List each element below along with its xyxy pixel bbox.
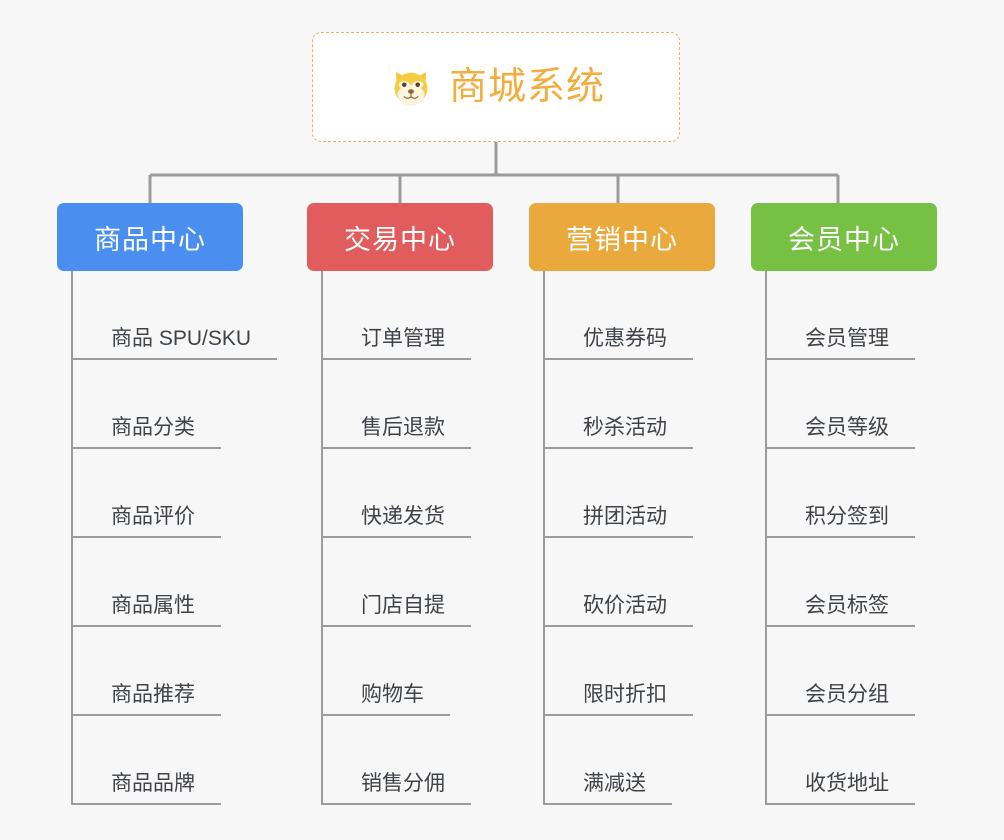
branch-header-2[interactable]: 营销中心 xyxy=(529,203,715,271)
leaf-item[interactable]: 商品 SPU/SKU xyxy=(73,271,307,360)
leaf-item[interactable]: 限时折扣 xyxy=(545,627,751,716)
branch-header-label-2: 营销中心 xyxy=(566,224,678,255)
leaf-item[interactable]: 商品属性 xyxy=(73,538,307,627)
leaf-label: 商品评价 xyxy=(73,506,221,538)
leaf-list-3: 会员管理 会员等级 积分签到 会员标签 会员分组 收货地址 xyxy=(765,271,945,805)
leaf-label: 购物车 xyxy=(323,684,450,716)
dog-face-icon xyxy=(387,63,435,111)
leaf-list-1: 订单管理 售后退款 快递发货 门店自提 购物车 销售分佣 xyxy=(321,271,529,805)
leaf-label: 会员分组 xyxy=(767,684,915,716)
branch-header-label-1: 交易中心 xyxy=(344,224,456,255)
leaf-item[interactable]: 售后退款 xyxy=(323,360,529,449)
leaf-label: 快递发货 xyxy=(323,506,471,538)
leaf-item[interactable]: 快递发货 xyxy=(323,449,529,538)
leaf-label: 订单管理 xyxy=(323,328,471,360)
leaf-label: 商品分类 xyxy=(73,417,221,449)
leaf-list-2: 优惠券码 秒杀活动 拼团活动 砍价活动 限时折扣 满减送 xyxy=(543,271,751,805)
leaf-item[interactable]: 会员分组 xyxy=(767,627,945,716)
leaf-item[interactable]: 商品分类 xyxy=(73,360,307,449)
leaf-item[interactable]: 商品评价 xyxy=(73,449,307,538)
leaf-label: 会员管理 xyxy=(767,328,915,360)
root-title: 商城系统 xyxy=(448,66,605,108)
leaf-label: 会员等级 xyxy=(767,417,915,449)
root-node[interactable]: 商城系统 xyxy=(312,32,680,142)
leaf-list-0: 商品 SPU/SKU 商品分类 商品评价 商品属性 商品推荐 商品品牌 xyxy=(71,271,307,805)
leaf-item[interactable]: 积分签到 xyxy=(767,449,945,538)
leaf-label: 砍价活动 xyxy=(545,595,693,627)
branch-会员中心: 会员中心 会员管理 会员等级 积分签到 会员标签 会员分组 xyxy=(751,203,945,805)
leaf-label: 优惠券码 xyxy=(545,328,693,360)
branch-header-0[interactable]: 商品中心 xyxy=(57,203,243,271)
leaf-label: 会员标签 xyxy=(767,595,915,627)
leaf-item[interactable]: 满减送 xyxy=(545,716,751,805)
leaf-item[interactable]: 会员等级 xyxy=(767,360,945,449)
branch-header-3[interactable]: 会员中心 xyxy=(751,203,937,271)
leaf-item[interactable]: 砍价活动 xyxy=(545,538,751,627)
branch-商品中心: 商品中心 商品 SPU/SKU 商品分类 商品评价 商品属性 商品推荐 xyxy=(57,203,307,805)
leaf-item[interactable]: 购物车 xyxy=(323,627,529,716)
branch-营销中心: 营销中心 优惠券码 秒杀活动 拼团活动 砍价活动 限时折扣 xyxy=(529,203,751,805)
leaf-item[interactable]: 优惠券码 xyxy=(545,271,751,360)
leaf-label: 积分签到 xyxy=(767,506,915,538)
leaf-item[interactable]: 会员管理 xyxy=(767,271,945,360)
leaf-item[interactable]: 会员标签 xyxy=(767,538,945,627)
leaf-label: 门店自提 xyxy=(323,595,471,627)
leaf-label: 商品 SPU/SKU xyxy=(73,328,278,360)
leaf-label: 拼团活动 xyxy=(545,506,693,538)
leaf-label: 商品属性 xyxy=(73,595,221,627)
branch-header-label-3: 会员中心 xyxy=(788,224,900,255)
leaf-label: 售后退款 xyxy=(323,417,471,449)
branch-header-label-0: 商品中心 xyxy=(94,224,206,255)
branch-header-1[interactable]: 交易中心 xyxy=(307,203,493,271)
leaf-item[interactable]: 收货地址 xyxy=(767,716,945,805)
leaf-label: 商品品牌 xyxy=(73,773,221,805)
leaf-label: 收货地址 xyxy=(767,773,915,805)
leaf-item[interactable]: 拼团活动 xyxy=(545,449,751,538)
leaf-label: 秒杀活动 xyxy=(545,417,693,449)
leaf-label: 满减送 xyxy=(545,773,672,805)
leaf-label: 销售分佣 xyxy=(323,773,471,805)
leaf-item[interactable]: 商品品牌 xyxy=(73,716,307,805)
leaf-item[interactable]: 订单管理 xyxy=(323,271,529,360)
branch-交易中心: 交易中心 订单管理 售后退款 快递发货 门店自提 购物车 xyxy=(307,203,529,805)
leaf-item[interactable]: 销售分佣 xyxy=(323,716,529,805)
leaf-item[interactable]: 门店自提 xyxy=(323,538,529,627)
leaf-label: 商品推荐 xyxy=(73,684,221,716)
leaf-item[interactable]: 秒杀活动 xyxy=(545,360,751,449)
leaf-item[interactable]: 商品推荐 xyxy=(73,627,307,716)
leaf-label: 限时折扣 xyxy=(545,684,693,716)
